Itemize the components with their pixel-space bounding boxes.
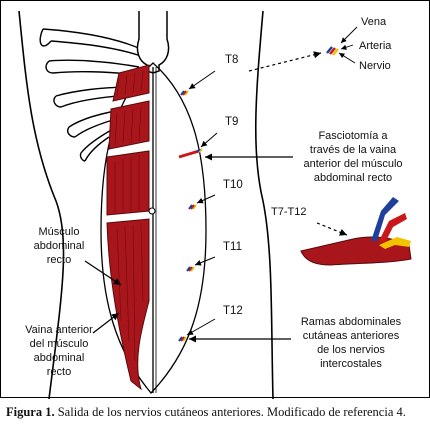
- muscle-label: Músculo abdominal recto: [34, 226, 85, 266]
- range-label: T7-T12: [271, 206, 306, 218]
- svg-text:recto: recto: [47, 366, 71, 378]
- detail-muscle: [300, 197, 412, 266]
- bundle-t12: [178, 336, 187, 342]
- legend-vein-label: Vena: [361, 16, 387, 28]
- svg-text:recto: recto: [47, 254, 71, 266]
- bundle-t11: [186, 266, 195, 272]
- svg-text:abdominal: abdominal: [34, 352, 85, 364]
- legend-nerve-label: Nervio: [359, 60, 391, 72]
- legend-artery-label: Arteria: [359, 40, 392, 52]
- svg-text:de los nervios: de los nervios: [317, 344, 385, 356]
- caption-label: Figura 1.: [6, 405, 55, 419]
- branches-label: Ramas abdominales cutáneas anteriores de…: [301, 316, 402, 370]
- muscle-arrow: [84, 260, 122, 286]
- anterior-sheath-outline: [100, 62, 207, 394]
- sheath-label: Vaina anterior del músculo abdominal rec…: [25, 324, 93, 378]
- svg-text:intercostales: intercostales: [320, 358, 382, 370]
- figure-caption: Figura 1. Salida de los nervios cutáneos…: [6, 404, 426, 421]
- svg-text:Músculo: Músculo: [39, 226, 80, 238]
- anatomy-figure: T8 T9 T10 T11 T12 Vena Arteria Nervio Fa…: [0, 0, 430, 399]
- anatomy-diagram: T8 T9 T10 T11 T12 Vena Arteria Nervio Fa…: [18, 10, 412, 399]
- svg-text:abdominal recto: abdominal recto: [314, 172, 392, 184]
- level-label-t12: T12: [223, 305, 243, 317]
- svg-text:del músculo: del músculo: [30, 338, 89, 350]
- nerve-bundles: [178, 90, 203, 342]
- level-label-t9: T9: [225, 116, 238, 128]
- svg-text:cutáneas anteriores: cutáneas anteriores: [303, 330, 400, 342]
- svg-text:Fasciotomía a: Fasciotomía a: [318, 130, 388, 142]
- range-arrow: [316, 222, 348, 236]
- umbilicus: [148, 207, 156, 215]
- sheath-arrow: [92, 312, 120, 334]
- bundle-t10: [188, 204, 197, 210]
- svg-text:abdominal: abdominal: [34, 240, 85, 252]
- svg-text:Vaina anterior: Vaina anterior: [25, 324, 93, 336]
- level-label-t8: T8: [225, 54, 238, 66]
- caption-text: Salida de los nervios cutáneos anteriore…: [54, 405, 406, 419]
- dotted-arrow-t8: [248, 51, 322, 72]
- bundle-t9: [178, 148, 203, 159]
- torso-right-outline: [254, 10, 274, 399]
- level-label-t10: T10: [223, 179, 243, 191]
- fasciotomy-label: Fasciotomía a través de la vaina anterio…: [303, 130, 402, 184]
- svg-text:anterior del músculo: anterior del músculo: [303, 158, 402, 170]
- rectus-muscle: [106, 64, 150, 391]
- svg-text:través de la vaina: través de la vaina: [310, 144, 397, 156]
- level-label-t11: T11: [223, 241, 242, 253]
- level-labels: T8 T9 T10 T11 T12: [186, 54, 243, 336]
- svg-text:Ramas abdominales: Ramas abdominales: [301, 316, 402, 328]
- torso-left-outline: [18, 10, 65, 399]
- vessel-legend: Vena Arteria Nervio: [326, 16, 392, 72]
- bundle-t8: [180, 90, 189, 96]
